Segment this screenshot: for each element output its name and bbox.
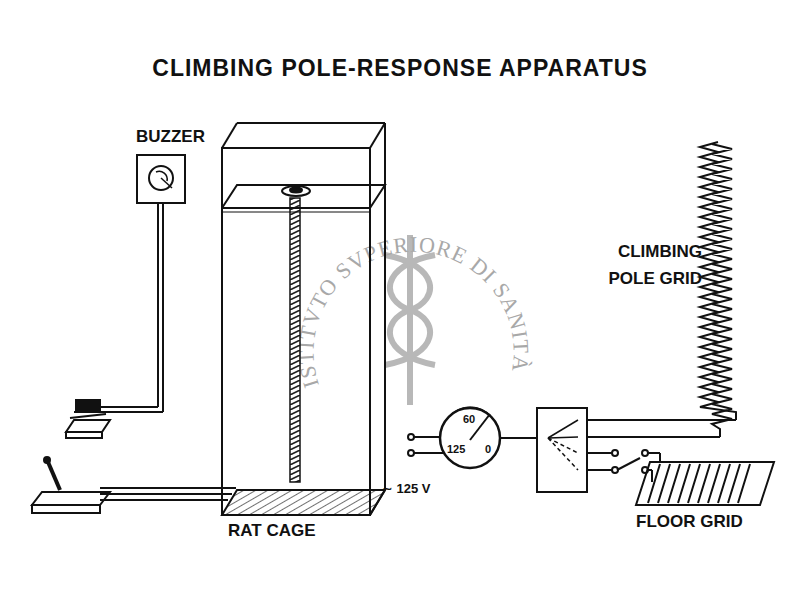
dial-number: 60	[463, 413, 475, 425]
dial-number: 125	[447, 443, 465, 455]
watermark-text: ISTITVTO SVPERIORE DI SANITÀ	[293, 232, 533, 391]
part-label: RAT CAGE	[228, 522, 316, 541]
watermark: ISTITVTO SVPERIORE DI SANITÀ	[293, 232, 533, 391]
watermark-emblem	[385, 235, 435, 405]
part-label: FLOOR GRID	[636, 513, 743, 532]
toggle-switch	[32, 457, 236, 513]
title: CLIMBING POLE-RESPONSE APPARATUS	[0, 56, 800, 81]
part-label: CLIMBING POLE GRID	[578, 238, 702, 292]
voltage-label: ∼ 125 V	[382, 482, 430, 496]
dial-number: 0	[485, 443, 491, 455]
part-label: BUZZER	[136, 128, 205, 147]
shock-circuit	[408, 142, 774, 505]
buzzer-circuit	[66, 155, 185, 438]
rat-cage	[222, 123, 385, 515]
